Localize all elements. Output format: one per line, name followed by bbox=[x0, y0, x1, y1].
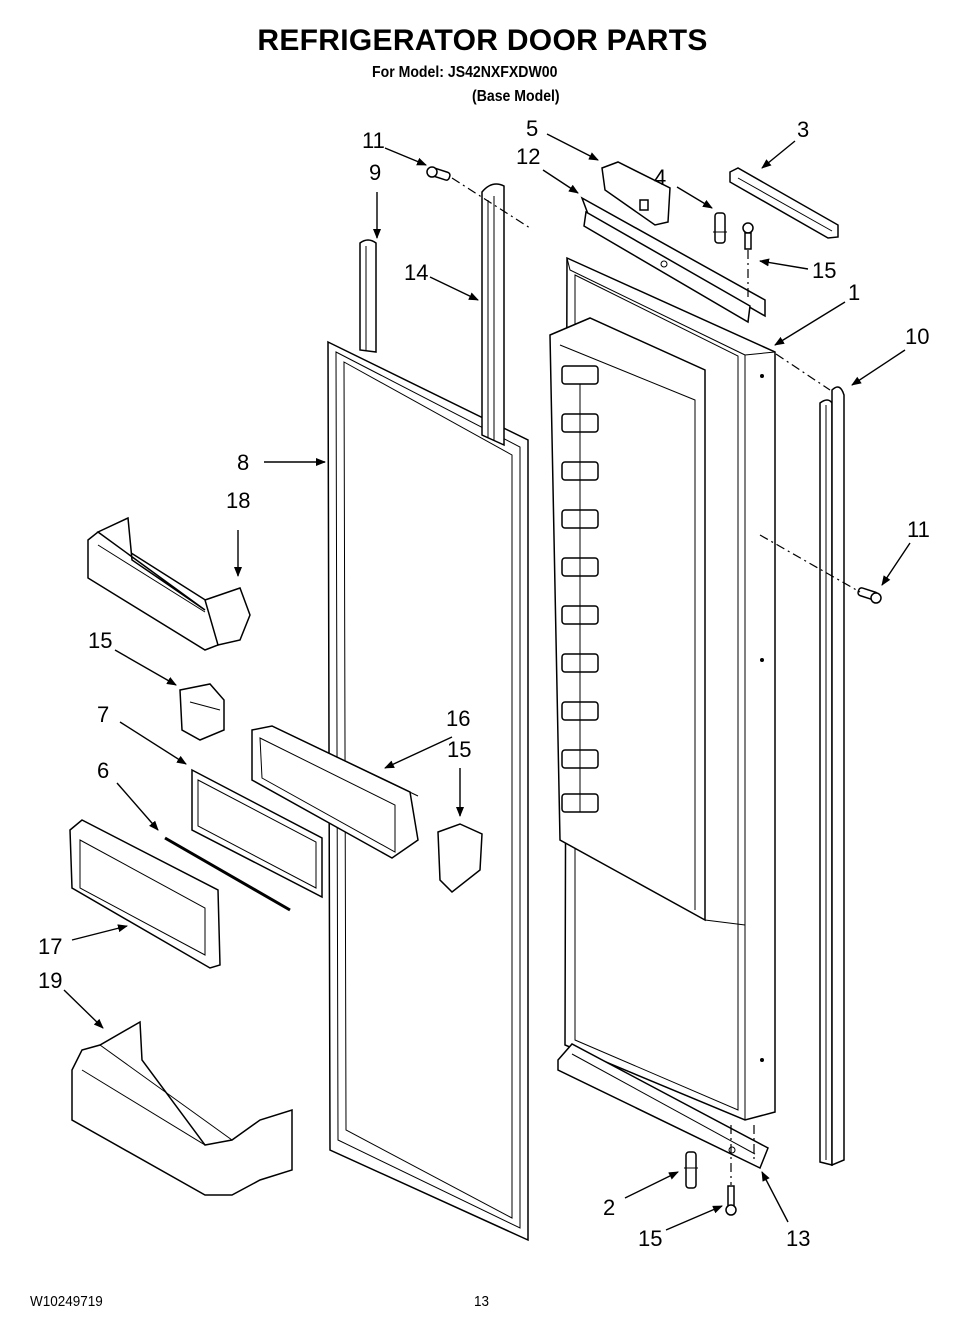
callout-15-top: 15 bbox=[812, 258, 836, 283]
callout-1: 1 bbox=[848, 280, 860, 305]
callout-9: 9 bbox=[369, 160, 381, 185]
part-13-trim bbox=[481, 183, 505, 447]
callout-7: 7 bbox=[97, 702, 109, 727]
callout-3: 3 bbox=[797, 117, 809, 142]
part-19-door-bin bbox=[71, 1020, 293, 1196]
screw-15-top bbox=[742, 222, 754, 250]
part-12-bracket bbox=[580, 196, 766, 324]
part-18-door-bin bbox=[87, 516, 251, 651]
callout-labels: 11 9 14 5 12 4 3 15 1 10 11 8 18 15 7 6 … bbox=[38, 116, 930, 1251]
callout-18: 18 bbox=[226, 488, 250, 513]
callout-4: 4 bbox=[654, 165, 666, 190]
part-10-trim bbox=[819, 386, 845, 1167]
model-note: (Base Model) bbox=[472, 88, 560, 105]
callout-13: 14 bbox=[404, 260, 428, 285]
part-door-gasket bbox=[327, 340, 529, 1242]
part-14-bracket bbox=[557, 1043, 769, 1170]
callout-8: 8 bbox=[237, 450, 249, 475]
callout-10: 10 bbox=[905, 324, 929, 349]
callout-11-top: 11 bbox=[362, 128, 385, 153]
callout-14: 13 bbox=[786, 1226, 810, 1251]
part-2-hinge-pin bbox=[684, 1151, 698, 1189]
callout-11-side: 11 bbox=[907, 517, 930, 542]
model-number: For Model: JS42NXFXDW00 bbox=[372, 64, 558, 81]
page-number: 13 bbox=[474, 1293, 490, 1310]
shelf-clips bbox=[561, 365, 599, 813]
part-9-strip bbox=[359, 239, 377, 353]
leader-arrows bbox=[63, 133, 911, 1231]
callout-17: 17 bbox=[38, 934, 62, 959]
part-door-liner bbox=[549, 256, 776, 1121]
callout-2: 2 bbox=[603, 1195, 615, 1220]
screw-11-side bbox=[857, 587, 882, 604]
part-3-top-trim bbox=[729, 167, 839, 239]
callout-16: 16 bbox=[446, 706, 470, 731]
part-16-housing bbox=[251, 725, 419, 859]
part-4-hinge-pin bbox=[713, 212, 727, 244]
part-15-bracket-left bbox=[179, 683, 225, 741]
part-15-bracket-right bbox=[437, 823, 483, 894]
callout-6: 6 bbox=[97, 758, 109, 783]
callout-15-left: 15 bbox=[88, 628, 112, 653]
callout-5: 5 bbox=[526, 116, 538, 141]
callout-19: 19 bbox=[38, 968, 62, 993]
part-5-switch bbox=[601, 161, 671, 226]
callout-12: 12 bbox=[516, 144, 540, 169]
assembly-lines bbox=[451, 177, 861, 1185]
screw-15-bottom bbox=[725, 1185, 737, 1216]
page-title: REFRIGERATOR DOOR PARTS bbox=[257, 24, 708, 57]
part-17-cover bbox=[69, 819, 221, 969]
part-6-rod bbox=[164, 836, 291, 912]
callout-15-right: 15 bbox=[447, 737, 471, 762]
callout-15-bottom: 15 bbox=[638, 1226, 662, 1251]
screw-11-top bbox=[426, 166, 451, 181]
part-7-frame bbox=[191, 768, 323, 899]
document-number: W10249719 bbox=[30, 1293, 103, 1310]
